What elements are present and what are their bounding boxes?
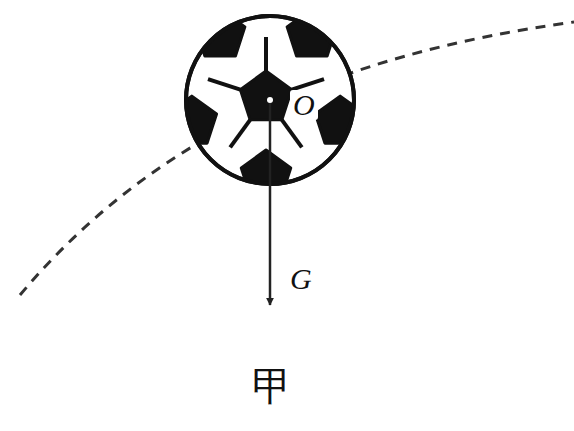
ball-patch (287, 9, 336, 56)
ball-patch (241, 150, 290, 197)
ball-seam (264, 37, 268, 71)
point-label: O (290, 90, 318, 120)
ball-patch (167, 96, 216, 143)
ball-seam (292, 79, 324, 90)
ball-seam (282, 120, 302, 148)
center-point (267, 97, 273, 103)
gravity-arrow (269, 100, 272, 305)
ball-patch (315, 96, 364, 143)
ball-seam (230, 120, 250, 148)
figure-caption: 甲 (252, 366, 292, 406)
ball-patches (167, 9, 365, 197)
ball-patch (240, 71, 291, 120)
force-label: G (290, 264, 312, 294)
ball-seam (208, 79, 240, 90)
